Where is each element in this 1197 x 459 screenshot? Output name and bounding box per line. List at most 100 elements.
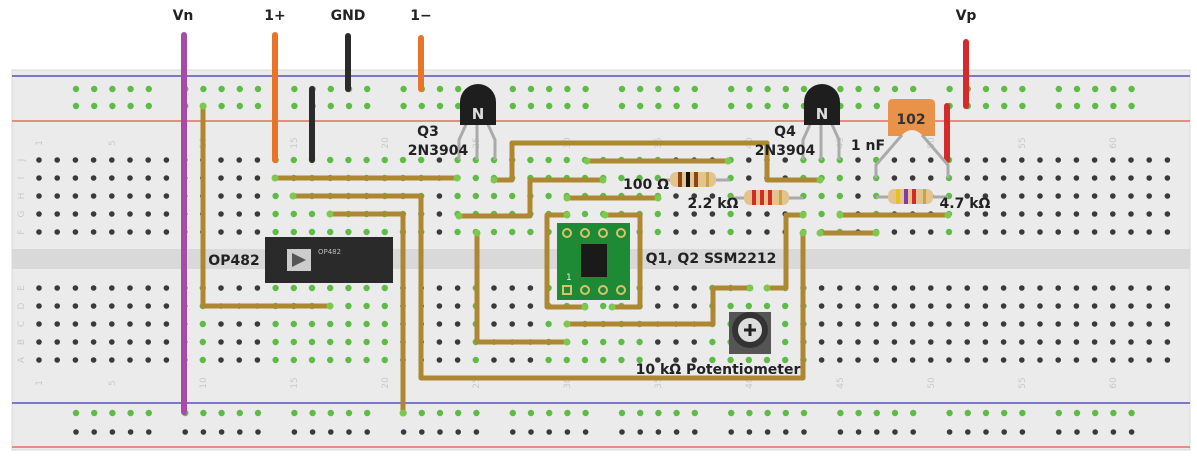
breadboard-hole <box>527 228 534 236</box>
breadboard-hole <box>1055 321 1061 327</box>
jumper-wire <box>456 177 606 219</box>
breadboard-hole <box>381 228 388 236</box>
breadboard-hole <box>1073 285 1080 291</box>
wire-end <box>836 211 844 219</box>
breadboard-hole <box>891 285 898 291</box>
breadboard-hole <box>909 285 916 291</box>
breadboard-hole <box>746 175 752 181</box>
breadboard-hole <box>90 157 97 163</box>
op482-chip-text: OP482 <box>318 248 341 256</box>
breadboard-hole <box>236 357 242 363</box>
breadboard-hole <box>163 157 170 163</box>
breadboard-hole <box>1091 211 1098 217</box>
breadboard-hole <box>327 409 334 417</box>
column-number: 55 <box>1018 137 1028 148</box>
breadboard-hole <box>982 357 989 363</box>
breadboard-hole <box>1091 157 1098 163</box>
ssm2212-label: Q1, Q2 SSM2212 <box>646 251 777 267</box>
breadboard-hole <box>964 229 970 235</box>
breadboard-hole <box>109 339 115 345</box>
breadboard-hole <box>746 429 753 435</box>
breadboard-hole <box>109 211 115 217</box>
capacitor-label: 1 nF <box>851 138 885 154</box>
breadboard-hole <box>709 211 716 217</box>
breadboard-hole <box>527 303 534 309</box>
breadboard-hole <box>655 85 662 93</box>
breadboard-hole <box>928 229 934 235</box>
resistor-100-ohm-label: 100 Ω <box>623 177 669 193</box>
breadboard-hole <box>818 339 825 345</box>
op482-chip: OP482 <box>265 237 393 283</box>
breadboard-hole <box>254 211 261 217</box>
breadboard-hole <box>145 85 152 93</box>
breadboard-hole <box>472 356 479 364</box>
row-letter: A <box>17 356 27 363</box>
breadboard-hole <box>581 210 589 218</box>
breadboard-hole <box>54 321 60 327</box>
breadboard-hole <box>855 357 861 363</box>
breadboard-hole <box>218 321 224 327</box>
breadboard-hole <box>618 338 625 346</box>
breadboard-hole <box>381 338 388 346</box>
breadboard-hole <box>1128 229 1134 235</box>
column-number: 35 <box>654 377 664 388</box>
row-letter: C <box>17 321 27 327</box>
breadboard-hole <box>436 157 443 163</box>
breadboard-hole <box>1146 193 1152 199</box>
breadboard-hole <box>1091 229 1098 235</box>
column-number: 15 <box>290 377 300 388</box>
breadboard-hole <box>218 175 224 181</box>
breadboard-hole <box>1110 85 1117 93</box>
breadboard-hole <box>655 429 662 435</box>
breadboard-hole <box>709 356 716 364</box>
breadboard-hole <box>90 285 97 291</box>
breadboard-hole <box>127 339 133 345</box>
breadboard-hole <box>255 429 261 435</box>
wire-end <box>563 194 571 202</box>
resistor-4k7 <box>876 189 948 204</box>
breadboard-hole <box>455 409 462 417</box>
breadboard-hole <box>327 102 334 110</box>
resistor-2k2 <box>730 190 803 205</box>
breadboard-hole <box>673 102 680 110</box>
breadboard-hole <box>1110 102 1117 110</box>
breadboard-hole <box>346 429 352 435</box>
resistor-2k2-label: 2.2 kΩ <box>688 196 739 212</box>
breadboard-hole <box>54 285 60 291</box>
breadboard-hole <box>655 409 662 417</box>
pin1-marker: 1 <box>566 273 572 283</box>
breadboard-hole <box>946 409 953 417</box>
breadboard-hole <box>1164 321 1171 327</box>
breadboard-hole <box>855 193 861 199</box>
breadboard-hole <box>327 338 334 346</box>
breadboard-hole <box>254 339 261 345</box>
breadboard-hole <box>163 357 170 363</box>
row-letter: B <box>17 339 27 345</box>
breadboard-hole <box>636 174 643 182</box>
breadboard-hole <box>218 357 224 363</box>
breadboard-hole <box>1001 429 1007 435</box>
breadboard-hole <box>782 302 789 310</box>
breadboard-hole <box>1091 357 1098 363</box>
breadboard-hole <box>655 102 662 110</box>
breadboard-hole <box>200 409 207 417</box>
column-number: 60 <box>1109 137 1119 149</box>
breadboard-hole <box>637 85 644 93</box>
breadboard-hole <box>1019 157 1025 163</box>
breadboard-hole <box>782 409 789 417</box>
breadboard-hole <box>782 320 789 328</box>
breadboard-hole <box>364 85 371 93</box>
breadboard-hole <box>509 102 516 110</box>
row-letter: D <box>17 302 27 309</box>
breadboard-hole <box>90 193 97 199</box>
breadboard-hole <box>982 229 989 235</box>
breadboard-hole <box>1128 357 1134 363</box>
breadboard-hole <box>1164 285 1171 291</box>
breadboard-hole <box>618 102 626 110</box>
breadboard-hole <box>891 175 898 181</box>
breadboard-hole <box>1055 229 1061 235</box>
breadboard-hole <box>91 429 97 435</box>
breadboard-hole <box>1019 409 1026 417</box>
breadboard-hole <box>1092 102 1099 110</box>
breadboard-hole <box>290 356 297 364</box>
